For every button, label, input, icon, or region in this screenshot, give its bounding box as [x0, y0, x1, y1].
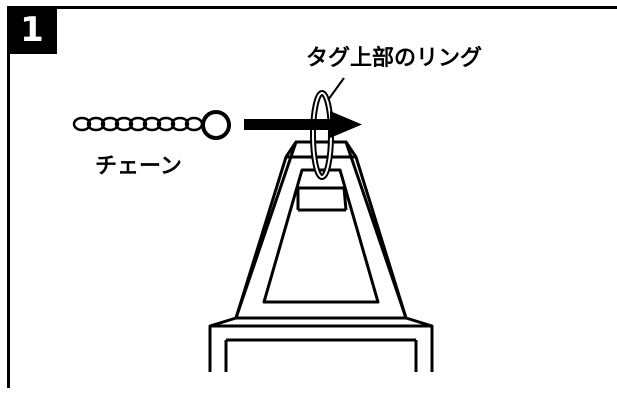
- tag-left-bevel: [234, 141, 298, 319]
- direction-arrow: [244, 111, 362, 138]
- step-number-badge: 1: [7, 6, 57, 54]
- panel-border-top: [7, 6, 617, 9]
- tag-body: [208, 140, 434, 372]
- tag-right-side: [354, 156, 434, 372]
- tag-right-bevel: [344, 141, 408, 319]
- chain: [72, 110, 231, 140]
- tag-left-side: [208, 156, 288, 372]
- chain-label: チェーン: [95, 154, 182, 179]
- ring-label: タグ上部のリング: [306, 46, 483, 71]
- tag-window-right: [342, 187, 348, 211]
- ring-leader-line: [327, 77, 345, 101]
- panel-border-left: [7, 6, 10, 388]
- tag-ring: [310, 90, 334, 180]
